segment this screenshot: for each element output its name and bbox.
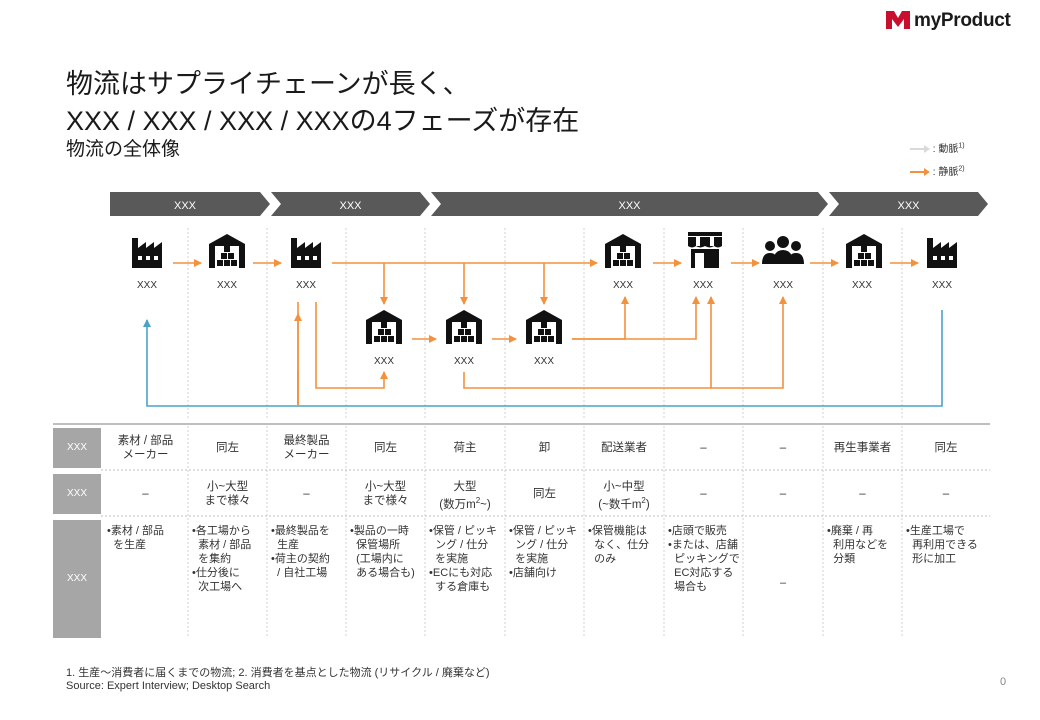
table-cell: 大型(数万m2~)	[439, 481, 491, 511]
factory-icon	[927, 238, 957, 268]
forward-flows	[173, 259, 919, 405]
phase-chevron-1	[110, 192, 270, 216]
phase-chevron-2	[271, 192, 430, 216]
node-label-bottom-3: XXX	[533, 356, 554, 367]
orange-arrow-icon	[910, 168, 930, 177]
legend-flow1: : 動脈1)	[910, 140, 965, 155]
page-number: 0	[1000, 676, 1007, 688]
row-head-2: XXX	[53, 474, 101, 514]
page-title-line1: 物流はサプライチェーンが長く、	[66, 69, 470, 99]
table-cell: •各工場から 素材 / 部品 を集約•仕分後に 次工場へ	[192, 525, 252, 593]
table-cell: •保管 / ピッキ ング / 仕分 を実施•ECにも対応 する倉庫も	[429, 525, 498, 593]
table-cell: 小~大型まで様々	[362, 481, 409, 507]
warehouse-icon	[846, 234, 882, 268]
table-cell: –	[142, 488, 149, 500]
table-cell: •廃棄 / 再 利用などを 分類	[827, 525, 889, 565]
recycle-loop	[143, 310, 943, 407]
node-label-top-1: XXX	[136, 280, 157, 291]
warehouse-icon	[605, 234, 641, 268]
table-cell: –	[942, 488, 950, 500]
phase-chevron-3	[431, 192, 828, 216]
node-label-top-6: XXX	[772, 280, 793, 291]
warehouse-icon	[366, 310, 402, 344]
node-label-top-3: XXX	[295, 280, 316, 291]
table-cell: 配送業者	[601, 442, 647, 454]
table-cell: 最終製品メーカー	[283, 435, 330, 461]
warehouse-icon	[526, 310, 562, 344]
page-title-line2: XXX / XXX / XXX / XXXの4フェーズが存在	[66, 106, 580, 136]
table-cell: –	[779, 442, 787, 454]
legend-flow1-sup: 1)	[958, 142, 965, 150]
row-head-1: XXX	[53, 428, 101, 468]
legend-flow2-label: : 静脈	[932, 167, 959, 178]
table-cell: 同左	[216, 442, 239, 454]
table-cell: –	[700, 442, 707, 454]
table-cell: 卸	[538, 442, 551, 454]
node-label-top-7: XXX	[851, 280, 872, 291]
legend-flow1-label: : 動脈	[932, 144, 959, 155]
table-cell: •保管機能は なく、仕分 のみ	[588, 525, 650, 565]
phase-label-4: XXX	[897, 200, 920, 212]
legend-flow2-sup: 2)	[958, 165, 965, 173]
table-cell: –	[779, 488, 787, 500]
table-cell: 同左	[934, 442, 958, 454]
table-cell: –	[859, 488, 866, 500]
table-cell: 小~大型まで様々	[204, 481, 251, 507]
brand-logo: myProduct	[886, 10, 1036, 32]
store-icon	[688, 232, 722, 268]
table-cell: •製品の一時 保管場所 (工場内に ある場合も)	[350, 525, 415, 579]
factory-icon	[291, 238, 321, 268]
footnote-source: Source: Expert Interview; Desktop Search	[66, 680, 271, 692]
table-cell: •最終製品を 生産•荷主の契約 / 自社工場	[271, 525, 330, 579]
warehouse-icon	[209, 234, 245, 268]
table-cell: –	[700, 488, 707, 500]
phase-chevron-4	[829, 192, 988, 216]
page-subtitle: 物流の全体像	[66, 139, 181, 160]
node-label-top-4: XXX	[612, 280, 633, 291]
consumers-icon	[762, 236, 804, 264]
table-cell: •素材 / 部品 を生産	[107, 525, 165, 551]
table-cell: 荷主	[453, 442, 477, 454]
factory-icon	[132, 238, 162, 268]
table-cell: –	[779, 577, 787, 589]
legend-flow2: : 静脈2)	[910, 163, 965, 178]
table-cell: •保管 / ピッキ ング / 仕分 を実施•店舗向け	[509, 525, 578, 579]
brand-name: myProduct	[914, 10, 1011, 31]
table-cell: 素材 / 部品メーカー	[117, 435, 174, 461]
logo-mark-icon	[886, 11, 910, 29]
table-cell: •店頭で販売•または、店舗 ピッキングで EC対応する 場合も	[668, 525, 740, 593]
table-cell: –	[303, 488, 310, 500]
phase-label-1: XXX	[173, 200, 196, 212]
table-cell: 同左	[374, 442, 397, 454]
node-label-top-5: XXX	[692, 280, 713, 291]
table-cell: •生産工場で 再利用できる 形に加工	[906, 525, 978, 565]
node-label-top-2: XXX	[216, 280, 237, 291]
warehouse-icon	[446, 310, 482, 344]
table-cell: 再生事業者	[833, 442, 892, 454]
node-label-bottom-1: XXX	[373, 356, 394, 367]
table-cell: 同左	[533, 488, 556, 500]
gray-arrow-icon	[910, 145, 930, 154]
node-label-top-8: XXX	[931, 280, 952, 291]
footnote-definitions: 1. 生産～消費者に届くまでの物流; 2. 消費者を基点とした物流 (リサイクル…	[66, 667, 490, 679]
phase-label-2: XXX	[339, 200, 362, 212]
phase-bar	[110, 192, 988, 216]
node-label-bottom-2: XXX	[453, 356, 474, 367]
table-grid	[53, 423, 990, 638]
phase-label-3: XXX	[618, 200, 641, 212]
table-cell: 小~中型(~数千m2)	[598, 481, 650, 511]
row-head-3: XXX	[53, 520, 101, 638]
